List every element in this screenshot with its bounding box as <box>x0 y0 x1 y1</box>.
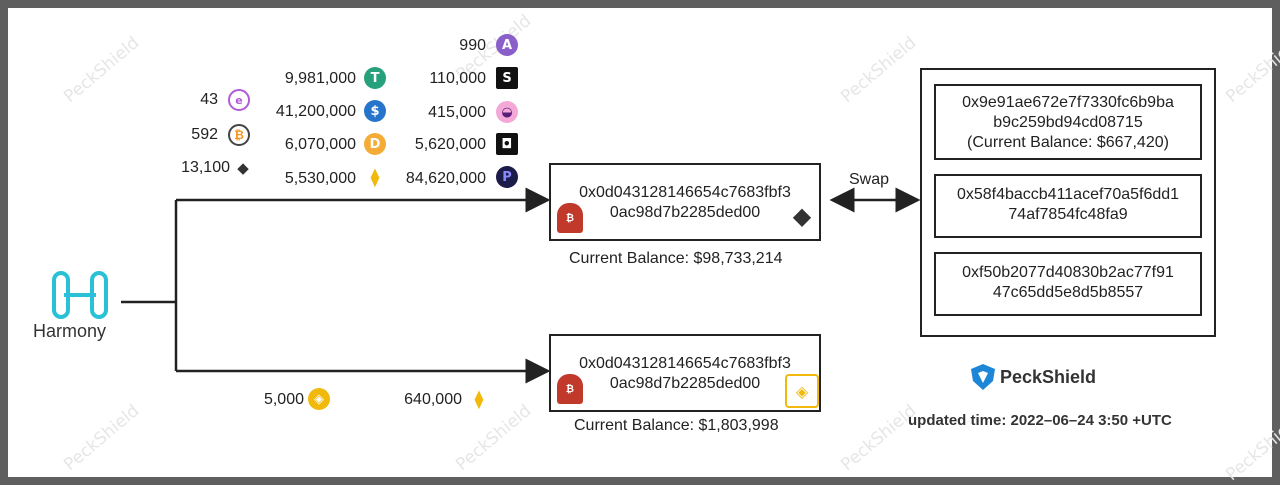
token-amount: 640,000 <box>404 391 462 408</box>
harmony-source: Harmony <box>30 270 122 350</box>
address-line: 0xf50b2077d40830b2ac77f91 <box>962 264 1174 281</box>
address-balance: (Current Balance: $667,420) <box>967 134 1169 151</box>
address-line: 74af7854fc48fa9 <box>1008 206 1128 223</box>
address-line: 0ac98d7b2285ded00 <box>609 204 761 221</box>
bsc-hacker-address-box: 0x0d043128146654c7683fbf3 0ac98d7b2285de… <box>549 334 821 412</box>
wbtc-icon: ₿ <box>228 124 250 146</box>
swap-addresses-group: 0x9e91ae672e7f7330fc6b9ba b9c259bd94cd08… <box>920 68 1216 337</box>
token-amount: 41,200,000 <box>275 103 356 120</box>
token-amount: 84,620,000 <box>405 170 486 187</box>
swap-address-box: 0x9e91ae672e7f7330fc6b9ba b9c259bd94cd08… <box>934 84 1202 160</box>
token-amount: 592 <box>191 126 218 143</box>
eth-hacker-address-box: 0x0d043128146654c7683fbf3 0ac98d7b2285de… <box>549 163 821 241</box>
brand-name: PeckShield <box>1000 367 1097 387</box>
address-line: b9c259bd94cd08715 <box>993 114 1143 131</box>
token-amount: 13,100 <box>181 159 230 176</box>
token-amount: 415,000 <box>428 104 486 121</box>
token-amount: 43 <box>200 91 218 108</box>
bsc-balance: Current Balance: $1,803,998 <box>574 417 779 434</box>
hacker-icon: ₿ <box>557 374 583 404</box>
frax-icon: ◘ <box>496 133 518 155</box>
harmony-label: Harmony <box>33 321 107 341</box>
swap-address-box: 0xf50b2077d40830b2ac77f91 47c65dd5e8d5b8… <box>934 252 1202 316</box>
aave-avatar-icon: e <box>228 89 250 111</box>
eth-balance: Current Balance: $98,733,214 <box>569 250 783 267</box>
address-line: 47c65dd5e8d5b8557 <box>992 284 1144 301</box>
busd-icon: ⧫ <box>474 388 484 410</box>
swap-address-box: 0x58f4baccb411acef70a5f6dd1 74af7854fc48… <box>934 174 1202 238</box>
address-line: 0x58f4baccb411acef70a5f6dd1 <box>956 186 1180 203</box>
token-amount: 110,000 <box>429 70 486 87</box>
connection-lines <box>121 187 921 384</box>
link-icon: ◒ <box>496 101 518 123</box>
ethereum-icon: ◆ <box>792 202 812 230</box>
address-line: 0x9e91ae672e7f7330fc6b9ba <box>962 94 1174 111</box>
token-amount: 5,000 <box>263 391 304 408</box>
bnb-chain-icon: ◈ <box>785 374 819 408</box>
eth-icon: ◆ <box>237 159 249 177</box>
peckshield-logo-icon <box>971 364 995 390</box>
aave-icon: A <box>496 34 518 56</box>
token-amount: 5,530,000 <box>284 170 356 187</box>
sushi-icon: S <box>496 67 518 89</box>
harmony-logo-icon <box>52 271 108 319</box>
token-amount: 5,620,000 <box>414 136 486 153</box>
bnb-coin-icon: ◈ <box>308 388 330 410</box>
address-line: 0x0d043128146654c7683fbf3 <box>579 355 791 372</box>
token-amount: 990 <box>459 37 486 54</box>
token-amount: 6,070,000 <box>284 136 356 153</box>
token-amount: 9,981,000 <box>284 70 356 87</box>
usdc-icon: $ <box>364 100 386 122</box>
usdt-icon: T <box>364 67 386 89</box>
address-line: 0x0d043128146654c7683fbf3 <box>579 184 791 201</box>
updated-time: updated time: 2022–06–24 3:50 +UTC <box>908 412 1172 429</box>
hacker-icon: ₿ <box>557 203 583 233</box>
dai-icon: D <box>364 133 386 155</box>
fxs-icon: P <box>496 166 518 188</box>
address-line: 0ac98d7b2285ded00 <box>609 375 761 392</box>
swap-label: Swap <box>849 171 890 188</box>
busd-icon: ⧫ <box>370 166 380 188</box>
diagram-canvas: PeckShield PeckShield PeckShield PeckShi… <box>8 8 1280 485</box>
